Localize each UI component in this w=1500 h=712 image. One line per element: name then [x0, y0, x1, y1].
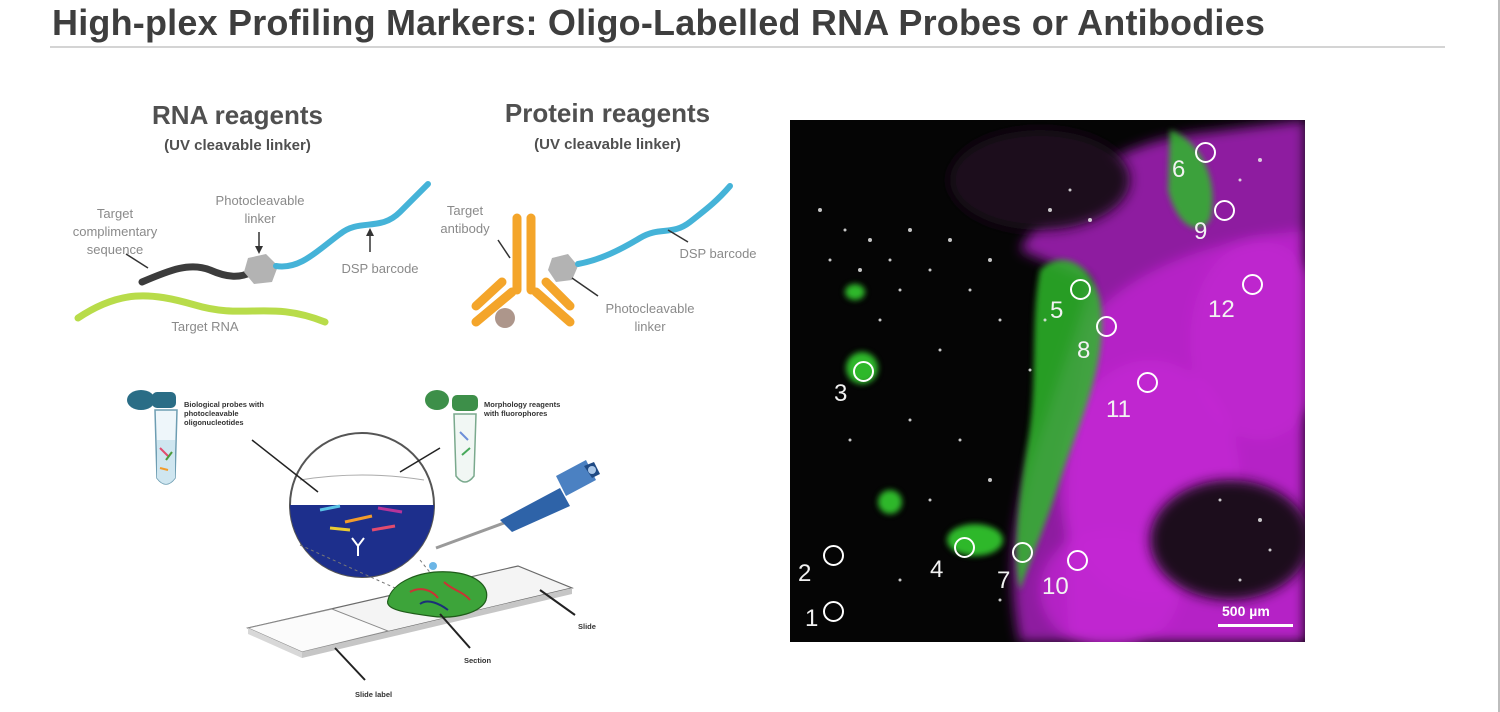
arrow-antibody	[497, 239, 511, 259]
white-speckles	[818, 158, 1272, 602]
arrowhead-barcode	[366, 228, 374, 236]
rna-photocleavable-linker	[244, 254, 278, 284]
roi-label-6: 6	[1172, 156, 1186, 183]
rna-reagents-title: RNA reagents	[152, 100, 323, 130]
morphology-tube	[425, 390, 478, 483]
section-text-label: Section	[464, 656, 492, 665]
target-sequence-strand	[138, 263, 256, 286]
antibody-shape	[471, 213, 575, 327]
antibody-label: Target antibody	[440, 203, 490, 236]
arrow-target-seq	[125, 253, 149, 269]
tissue-section	[387, 571, 488, 618]
roi-label-5: 5	[1050, 297, 1064, 324]
probe-tube	[127, 390, 178, 485]
roi-circle-10	[1067, 550, 1088, 571]
antibody-photocleavable-linker	[548, 254, 578, 282]
protein-photolinker-label: Photocleavable linker	[605, 301, 695, 334]
probe-callout-line	[251, 439, 319, 493]
slide-edge	[1498, 0, 1500, 712]
section-callout	[439, 613, 471, 649]
protein-barcode-label: DSP barcode	[679, 246, 757, 261]
target-rna-label: Target RNA	[171, 319, 239, 334]
arrow-ab-linker	[571, 277, 599, 297]
roi-label-2: 2	[798, 560, 812, 587]
zoom-drop-line-left	[299, 544, 396, 589]
morphology-label: Morphology reagents with fluorophores	[484, 400, 561, 418]
arrow-ab-barcode	[667, 229, 689, 243]
roi-circle-12	[1242, 274, 1263, 295]
roi-label-7: 7	[997, 567, 1011, 594]
roi-label-8: 8	[1077, 337, 1091, 364]
roi-circle-8	[1096, 316, 1117, 337]
antibody-dsp-barcode	[575, 183, 733, 267]
slide-title: High-plex Profiling Markers: Oligo-Label…	[52, 2, 1266, 43]
protein-reagents-title: Protein reagents	[504, 98, 711, 128]
roi-circle-7	[1012, 542, 1033, 563]
roi-circle-1	[823, 601, 844, 622]
roi-circle-5	[1070, 279, 1091, 300]
droplet	[429, 562, 437, 570]
slide-label-callout	[334, 647, 366, 681]
slide-callout	[539, 589, 576, 616]
target-seq-label: Target complimentary sequence	[72, 206, 158, 257]
fluorescence-texture	[818, 120, 1305, 642]
fluorescence-image: 1 2 3 4 5 6 7 8 9 10 11 12 500 µm	[790, 120, 1305, 642]
roi-circle-9	[1214, 200, 1235, 221]
roi-label-4: 4	[930, 556, 944, 583]
roi-label-9: 9	[1194, 218, 1208, 245]
roi-label-12: 12	[1208, 296, 1235, 323]
dark-pocket	[950, 130, 1305, 600]
roi-label-3: 3	[834, 380, 848, 407]
roi-label-10: 10	[1042, 573, 1069, 600]
scale-bar	[1218, 624, 1293, 627]
slide-text-label: Slide	[578, 622, 596, 631]
arrowhead-photolinker	[255, 246, 263, 254]
rna-photolinker-label: Photocleavable linker	[215, 193, 305, 226]
slide-label-text: Slide label	[355, 690, 393, 699]
antigen-dot	[495, 308, 515, 328]
roi-circle-6	[1195, 142, 1216, 163]
target-rna-strand	[74, 292, 329, 326]
roi-circle-4	[954, 537, 975, 558]
rna-reagents-subtitle: (UV cleavable linker)	[164, 137, 311, 154]
rna-dsp-barcode	[273, 181, 431, 270]
slide-edge-front	[248, 628, 302, 658]
roi-circle-3	[853, 361, 874, 382]
probes-label: Biological probes with photocleavable ol…	[184, 400, 265, 427]
roi-circle-11	[1137, 372, 1158, 393]
roi-label-11: 11	[1106, 396, 1131, 423]
scale-bar-label: 500 µm	[1222, 603, 1270, 619]
roi-circle-2	[823, 545, 844, 566]
morphology-callout-line	[399, 447, 441, 473]
roi-label-1: 1	[805, 605, 819, 632]
title-divider	[50, 46, 1445, 48]
pipette	[429, 460, 600, 570]
rna-barcode-label: DSP barcode	[341, 261, 419, 276]
protein-reagents-subtitle: (UV cleavable linker)	[534, 136, 681, 153]
